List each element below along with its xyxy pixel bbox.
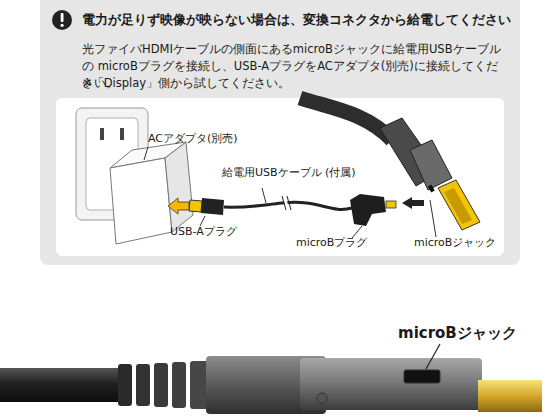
- notice-note: ※「Display」側から試してください。: [82, 75, 507, 92]
- microb-jack: [404, 370, 440, 383]
- notice-panel: 電力が足りず映像が映らない場合は、変換コネクタから給電してください光ファイバHD…: [40, 0, 520, 265]
- part-name: microBジャック: [414, 236, 496, 250]
- strain-relief-rib: [136, 364, 150, 406]
- converter-body: [300, 358, 482, 410]
- cable-jacket: [0, 368, 130, 402]
- part-name: 給電用USBケーブル (付属): [222, 166, 356, 180]
- strain-relief-rib: [172, 362, 186, 408]
- connector-body: [206, 356, 326, 414]
- screw: [317, 393, 327, 403]
- part-name: USB-Aプラグ: [170, 225, 237, 239]
- part-name: microBジャック: [398, 324, 517, 344]
- notice-heading: 電力が足りず映像が映らない場合は、変換コネクタから給電してください: [82, 12, 511, 28]
- strain-relief-rib: [190, 361, 210, 409]
- leader-line: [426, 344, 440, 369]
- part-name: ACアダプタ(別売): [148, 132, 238, 146]
- cable-photo: [0, 344, 542, 414]
- strain-relief-rib: [118, 364, 132, 406]
- part-name: microBプラグ: [296, 236, 367, 250]
- hdmi-plug: [478, 380, 542, 412]
- strain-relief-rib: [154, 363, 168, 407]
